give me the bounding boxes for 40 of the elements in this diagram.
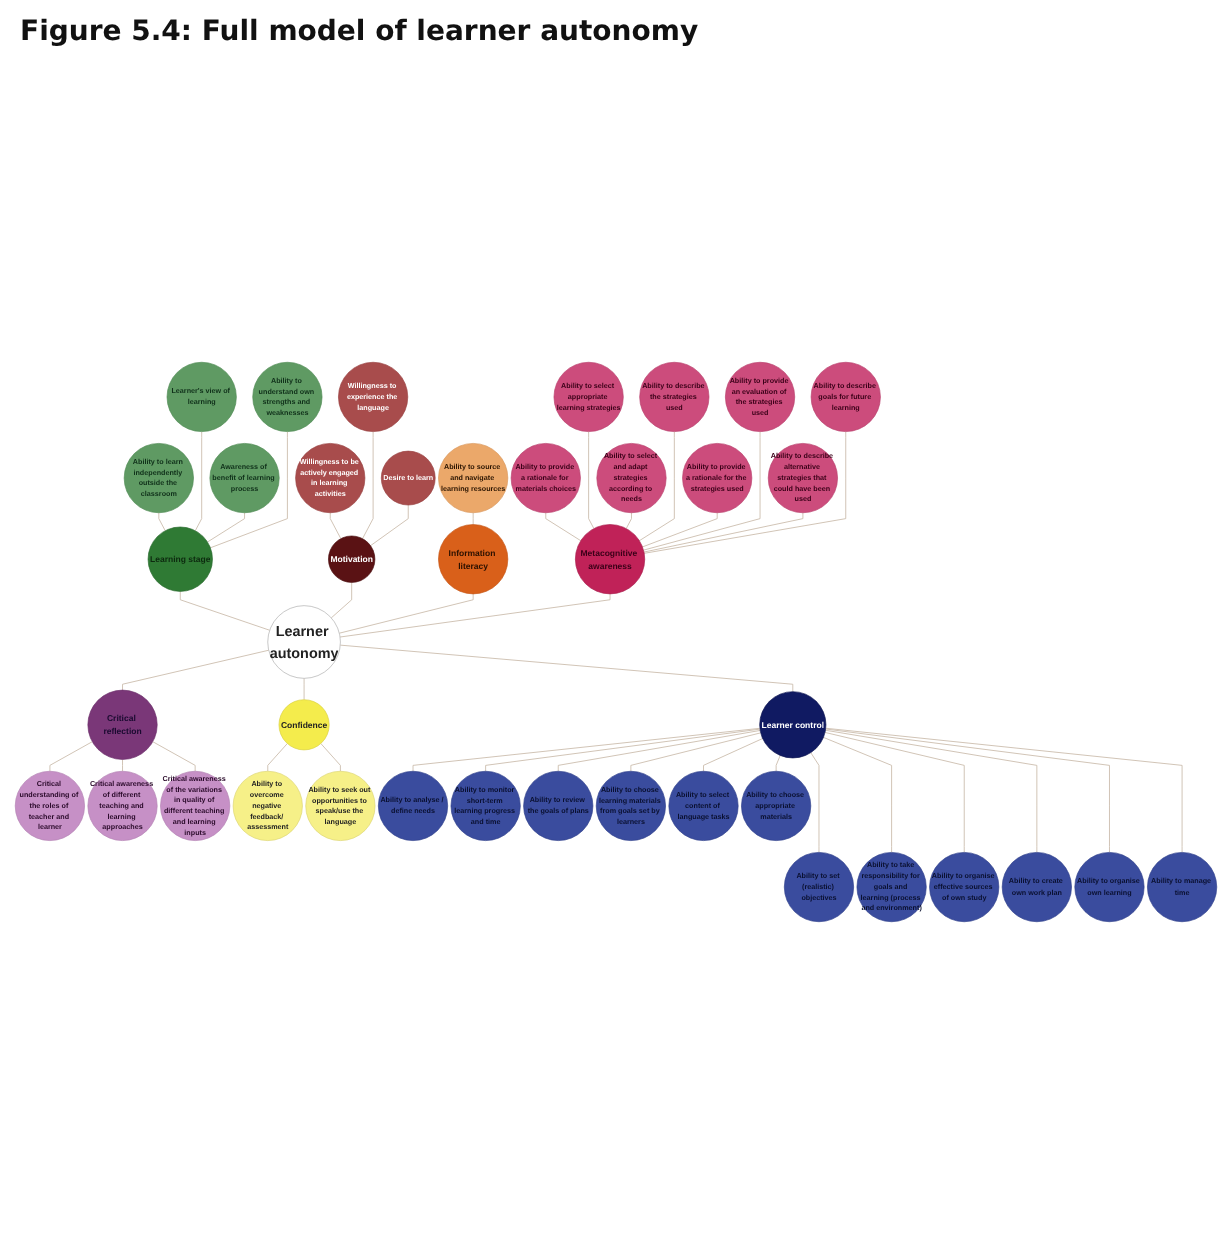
connector xyxy=(643,430,847,553)
connector xyxy=(362,430,374,539)
connector xyxy=(339,643,794,692)
connector xyxy=(643,430,761,550)
connector xyxy=(557,729,761,771)
connector xyxy=(472,511,474,524)
connector xyxy=(775,754,781,771)
connector xyxy=(630,731,762,771)
connector xyxy=(625,511,632,528)
connector xyxy=(823,735,893,852)
figure-title: Figure 5.4: Full model of learner autonomy xyxy=(20,16,701,48)
connector xyxy=(370,503,409,546)
connector xyxy=(194,430,203,531)
connector xyxy=(588,430,595,528)
connector xyxy=(339,592,611,637)
connector xyxy=(810,751,820,852)
connector xyxy=(545,511,582,541)
connector xyxy=(642,511,718,547)
connector xyxy=(703,737,764,771)
connector xyxy=(152,740,196,771)
connector xyxy=(825,728,1038,852)
connector xyxy=(825,727,1110,852)
connector xyxy=(49,740,93,771)
connector xyxy=(158,511,166,531)
connector xyxy=(412,726,761,771)
connector xyxy=(338,592,474,633)
connector xyxy=(485,727,761,771)
connector xyxy=(267,742,288,771)
connector xyxy=(207,511,245,542)
connector xyxy=(122,648,270,690)
connector xyxy=(179,590,271,630)
connector xyxy=(825,726,1183,852)
connector xyxy=(122,758,123,771)
connector xyxy=(643,511,804,552)
connector xyxy=(638,430,675,541)
connector xyxy=(824,731,965,852)
connector xyxy=(303,676,305,700)
connector xyxy=(320,742,341,771)
connector xyxy=(330,581,353,618)
connector xyxy=(329,511,342,539)
